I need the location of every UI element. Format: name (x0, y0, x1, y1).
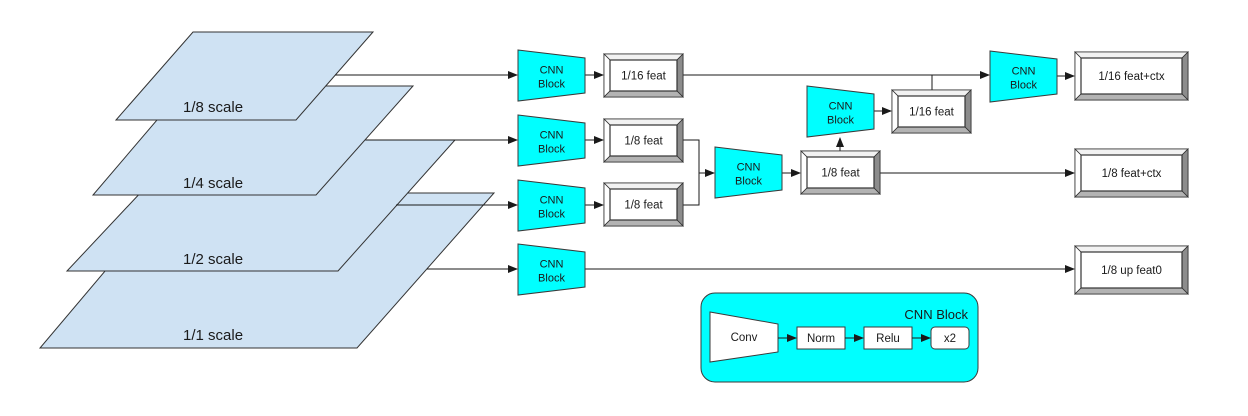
output-box: 1/16 feat+ctx (1074, 51, 1189, 101)
connector-arrow (683, 139, 700, 206)
feature-box: 1/8 feat (603, 118, 684, 163)
feature-box-label: 1/8 feat (624, 200, 663, 212)
cnn-block: CNN Block (517, 243, 586, 296)
cnn-block-label-line1: CNN (1012, 66, 1036, 78)
pyramid-level-label: 1/8 scale (183, 99, 243, 116)
pyramid-level-label: 1/1 scale (183, 327, 243, 344)
cnn-block-shape (517, 243, 586, 296)
cnn-block-label-line1: CNN (737, 162, 761, 174)
cnn-block-shape (714, 146, 783, 199)
cnn-block-label-line1: CNN (540, 130, 564, 142)
legend-conv-shape (709, 311, 779, 363)
legend-step-conv: Conv (731, 332, 758, 344)
cnn-block-legend: CNN Block Conv Norm Relu x2 (700, 292, 979, 383)
cnn-block-label-line1: CNN (829, 101, 853, 113)
feature-box-label: 1/16 feat (621, 71, 667, 83)
cnn-block-shape (517, 114, 586, 167)
cnn-block-label-line2: Block (538, 273, 565, 285)
output-box-label: 1/16 feat+ctx (1098, 71, 1164, 83)
legend-title: CNN Block (904, 307, 968, 322)
legend-repeat-box (930, 326, 970, 350)
cnn-block-shape (989, 50, 1058, 103)
legend-step-repeat: x2 (944, 333, 956, 345)
cnn-block: CNN Block (517, 179, 586, 232)
cnn-block-label-line1: CNN (540, 195, 564, 207)
pyramid-level-label: 1/4 scale (183, 175, 243, 192)
legend-step-relu: Relu (876, 333, 900, 345)
cnn-block-label-line2: Block (735, 176, 762, 188)
output-box-label: 1/8 feat+ctx (1102, 168, 1162, 180)
feature-box: 1/16 feat (891, 89, 972, 134)
cnn-block: CNN Block (989, 50, 1058, 103)
cnn-block: CNN Block (517, 114, 586, 167)
cnn-block-label-line2: Block (538, 79, 565, 91)
output-box: 1/8 feat+ctx (1074, 148, 1189, 198)
cnn-block-label-line1: CNN (540, 65, 564, 77)
cnn-block: CNN Block (517, 49, 586, 102)
cnn-block-shape (806, 85, 875, 138)
output-box: 1/8 up feat0 (1074, 245, 1189, 295)
cnn-block-label-line1: CNN (540, 259, 564, 271)
cnn-block-label-line2: Block (827, 115, 854, 127)
feature-boxes: 1/16 feat 1/8 feat 1/8 feat 1/8 feat 1/16 fe… (603, 51, 1189, 295)
cnn-block: CNN Block (714, 146, 783, 199)
pyramid-level-label: 1/2 scale (183, 251, 243, 268)
pyramid-level-1-8: 1/8 scale (114, 31, 375, 121)
feature-box-label: 1/8 feat (624, 136, 663, 148)
feature-box: 1/8 feat (603, 182, 684, 227)
cnn-block-label-line2: Block (538, 144, 565, 156)
cnn-blocks: CNNBlockCNNBlockCNNBlockCNNBlockCNNBlock… (517, 49, 1058, 296)
image-pyramid: 1/1 scale 1/2 scale 1/4 scale 1/8 scale (38, 31, 496, 349)
cnn-block-label-line2: Block (538, 209, 565, 221)
output-box-label: 1/8 up feat0 (1101, 265, 1162, 277)
feature-box: 1/16 feat (603, 53, 684, 98)
connections (335, 71, 1075, 273)
cnn-block-label-line2: Block (1010, 80, 1037, 92)
cnn-block: CNN Block (806, 85, 875, 138)
feature-box: 1/8 feat (800, 150, 881, 195)
feature-box-label: 1/8 feat (821, 168, 860, 180)
cnn-block-shape (517, 179, 586, 232)
cnn-block-shape (517, 49, 586, 102)
feature-box-label: 1/16 feat (909, 107, 955, 119)
legend-step-norm: Norm (807, 333, 835, 345)
